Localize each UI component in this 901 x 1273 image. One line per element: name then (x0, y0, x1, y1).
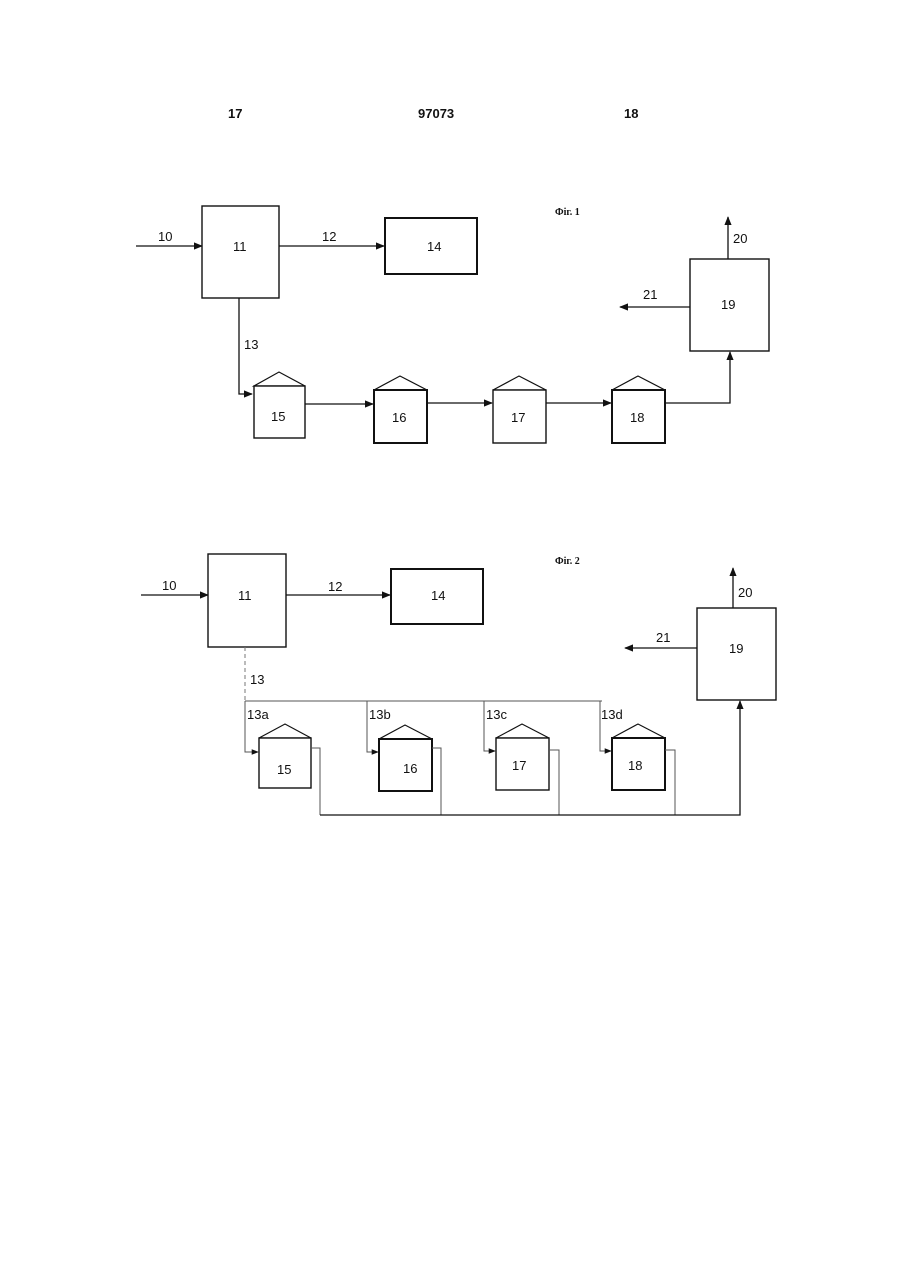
fig2-tank-17-roof (496, 724, 549, 738)
fig2-outlet-17 (549, 750, 559, 815)
fig2-tank-16-label: 16 (403, 761, 417, 776)
fig1-tank-15-label: 15 (271, 409, 285, 424)
fig1-tank-16-roof (374, 376, 427, 390)
fig1-label-21: 21 (643, 287, 657, 302)
fig2-label-13d: 13d (601, 707, 623, 722)
fig1-label-13: 13 (244, 337, 258, 352)
fig2-tank-16-roof (379, 725, 432, 739)
fig2-box-14-label: 14 (431, 588, 445, 603)
fig2-caption: Фіг. 2 (555, 556, 580, 567)
fig2-label-13a: 13a (247, 707, 269, 722)
fig2-label-13c: 13c (486, 707, 507, 722)
fig2-box-19-label: 19 (729, 641, 743, 656)
fig1-tank-17-roof (493, 376, 546, 390)
fig2-label-12: 12 (328, 579, 342, 594)
fig2-outlet-18 (665, 750, 675, 815)
fig1-tank-18-label: 18 (630, 410, 644, 425)
fig1-flow-18-19 (665, 352, 730, 403)
fig1-tank-15-roof (254, 372, 305, 386)
fig1-tank-18-roof (612, 376, 665, 390)
fig2-tank-15-label: 15 (277, 762, 291, 777)
fig1-box-11-label: 11 (233, 239, 247, 254)
fig1-caption: Фіг. 1 (555, 207, 580, 218)
figure-2: Фіг. 2 10 11 12 14 13 13a 13b 13c 13d (141, 554, 776, 815)
fig2-label-13: 13 (250, 672, 264, 687)
fig2-label-10: 10 (162, 578, 176, 593)
fig2-tank-17-label: 17 (512, 758, 526, 773)
fig2-tank-18-label: 18 (628, 758, 642, 773)
fig2-outlet-15 (311, 748, 320, 815)
fig2-box-11-label: 11 (238, 588, 252, 603)
fig1-label-12: 12 (322, 229, 336, 244)
fig2-outlet-16 (432, 748, 441, 815)
figure-1: Фіг. 1 10 11 12 14 13 15 16 17 (136, 206, 769, 443)
fig1-box-14-label: 14 (427, 239, 441, 254)
fig1-box-19-label: 19 (721, 297, 735, 312)
fig1-tank-16-label: 16 (392, 410, 406, 425)
fig2-label-21: 21 (656, 630, 670, 645)
fig1-label-20: 20 (733, 231, 747, 246)
fig2-label-20: 20 (738, 585, 752, 600)
fig1-label-10: 10 (158, 229, 172, 244)
fig2-tank-15-roof (259, 724, 311, 738)
fig2-label-13b: 13b (369, 707, 391, 722)
fig2-tank-18-roof (612, 724, 665, 738)
fig1-tank-17-label: 17 (511, 410, 525, 425)
